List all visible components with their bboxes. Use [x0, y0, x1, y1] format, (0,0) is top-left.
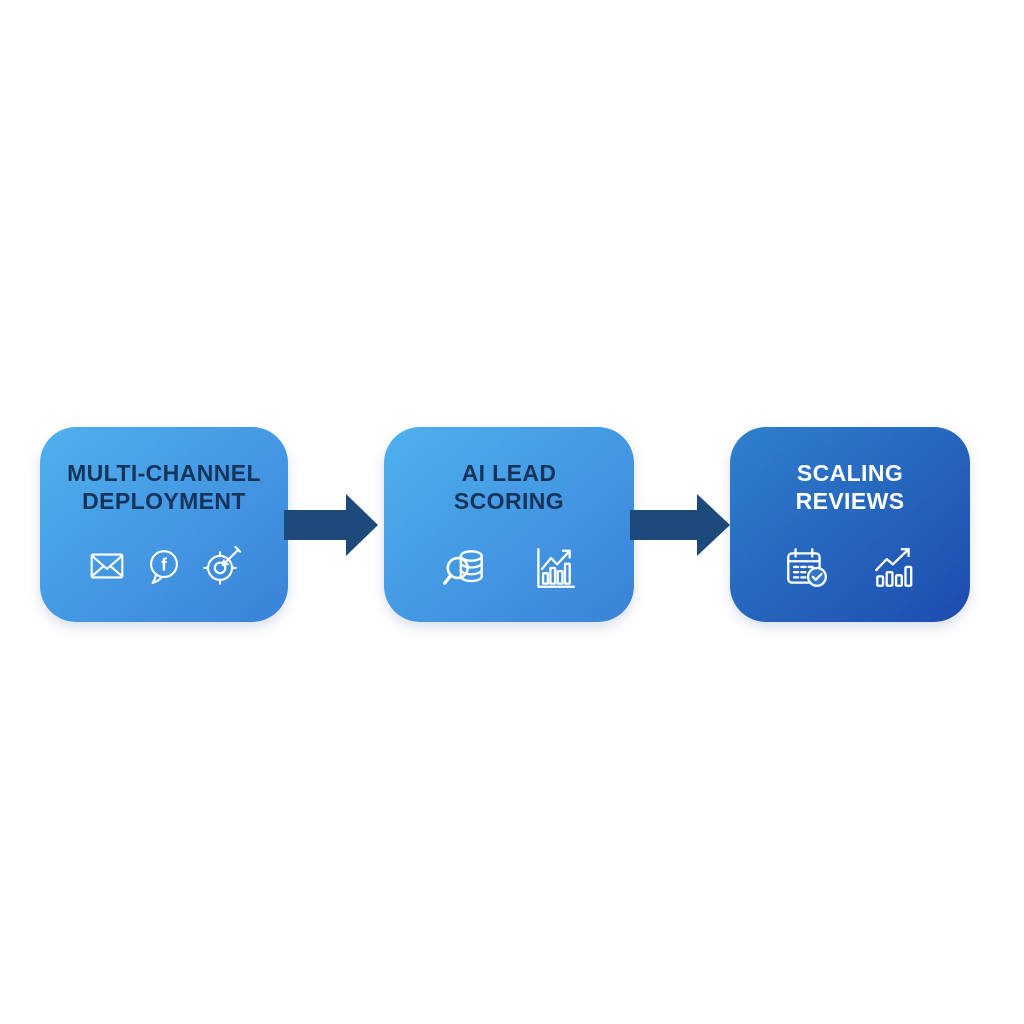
arrow-shape [284, 494, 378, 556]
search-database-icon [441, 544, 489, 592]
step-card-ai-lead-scoring: AI LEAD SCORING [384, 427, 634, 622]
step-card-multi-channel-deployment: MULTI-CHANNEL DEPLOYMENT f [40, 427, 288, 622]
step-icon-row [730, 544, 970, 592]
arrow-shape [630, 494, 730, 556]
step-title-line1: SCALING [796, 460, 904, 486]
step-icon-row: f [40, 544, 288, 588]
step-title: SCALING REVIEWS [730, 459, 970, 515]
step-title: MULTI-CHANNEL DEPLOYMENT [40, 459, 288, 515]
step-icon-row [384, 544, 634, 592]
step-title: AI LEAD SCORING [384, 459, 634, 515]
flow-arrow-1 [284, 494, 378, 556]
flow-arrow-2 [630, 494, 730, 556]
step-title-line2: DEPLOYMENT [82, 488, 246, 514]
calendar-check-icon [782, 544, 830, 592]
svg-text:f: f [161, 554, 167, 574]
step-title-line2: SCORING [453, 488, 565, 514]
step-card-scaling-reviews: SCALING REVIEWS [730, 427, 970, 622]
step-title-line1: MULTI-CHANNEL [67, 460, 261, 486]
bar-chart-trend-icon [529, 544, 577, 592]
target-dart-icon [199, 544, 243, 588]
step-title-line1: AI LEAD [461, 460, 557, 486]
growth-chart-icon [870, 544, 918, 592]
facebook-chat-icon: f [142, 544, 186, 588]
email-icon [85, 544, 129, 588]
step-title-line2: REVIEWS [795, 488, 905, 514]
